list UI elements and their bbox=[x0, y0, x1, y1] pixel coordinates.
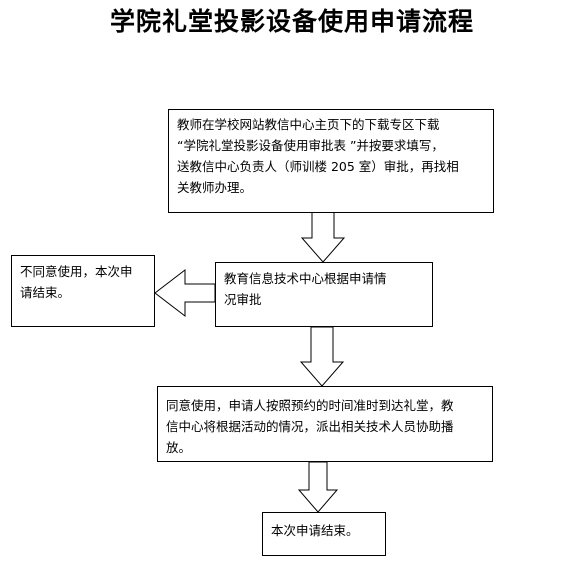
down-arrow-3 bbox=[297, 461, 339, 513]
step-apply-line-2: “学院礼堂投影设备使用审批表 ”并按要求填写， bbox=[177, 138, 444, 153]
step-reject-box: 不同意使用，本次申 请结束。 bbox=[11, 255, 155, 327]
step-approve-line-1: 同意使用，申请人按照预约的时间准时到达礼堂，教 bbox=[166, 398, 454, 413]
step-approve-line-2: 信中心将根据活动的情况，派出相关技术人员协助播 bbox=[166, 419, 454, 434]
step-end-box: 本次申请结束。 bbox=[262, 512, 386, 556]
step-apply-line-4: 关教师办理。 bbox=[177, 180, 253, 195]
step-reject-line-2: 请结束。 bbox=[20, 285, 71, 300]
step-review-line-1: 教育信息技术中心根据申请情 bbox=[224, 271, 387, 286]
page-title: 学院礼堂投影设备使用申请流程 bbox=[110, 7, 475, 36]
left-arrow bbox=[154, 268, 216, 318]
down-arrow-1 bbox=[300, 211, 346, 263]
step-end-line-1: 本次申请结束。 bbox=[271, 523, 359, 538]
step-apply-line-3: 送教信中心负责人（师训楼 205 室）审批，再找相 bbox=[177, 159, 459, 174]
step-apply-line-1: 教师在学校网站教信中心主页下的下载专区下载 bbox=[177, 117, 440, 132]
step-review-line-2: 况审批 bbox=[224, 292, 262, 307]
step-apply-box: 教师在学校网站教信中心主页下的下载专区下载 “学院礼堂投影设备使用审批表 ”并按… bbox=[168, 109, 494, 213]
step-reject-line-1: 不同意使用，本次申 bbox=[20, 264, 133, 279]
step-approve-box: 同意使用，申请人按照预约的时间准时到达礼堂，教 信中心将根据活动的情况，派出相关… bbox=[157, 386, 493, 462]
step-review-box: 教育信息技术中心根据申请情 况审批 bbox=[215, 262, 433, 327]
down-arrow-2 bbox=[299, 326, 345, 387]
step-approve-line-3: 放。 bbox=[166, 440, 192, 455]
